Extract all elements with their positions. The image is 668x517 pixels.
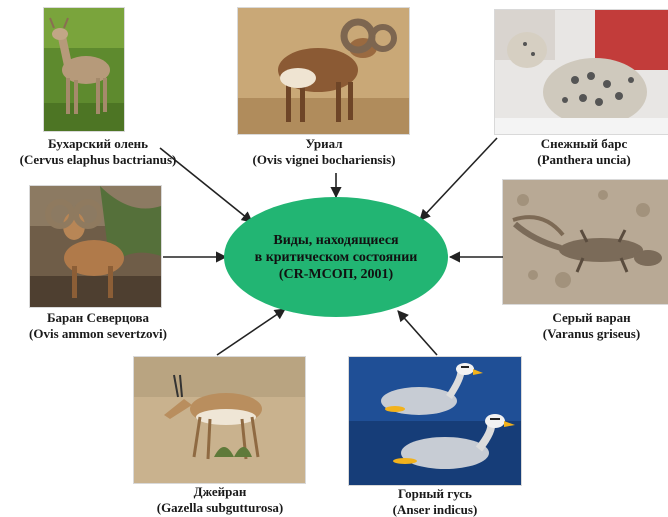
caption-grey-monitor: Серый варан (Varanus griseus) [515, 310, 668, 342]
caption-bukhara-deer: Бухарский олень (Cervus elaphus bactrian… [0, 136, 196, 168]
center-line-3: (CR-МСОП, 2001) [278, 266, 394, 282]
caption-severtzov-sheep: Баран Северцова (Ovis ammon severtzovi) [0, 310, 196, 342]
species-latin: (Anser indicus) [392, 502, 478, 517]
arrow-deer [159, 147, 253, 223]
species-name: Серый варан [552, 310, 631, 325]
species-latin: (Panthera uncia) [537, 152, 631, 167]
photo-snow-leopard [495, 10, 668, 134]
species-latin: (Gazella subgutturosa) [156, 500, 284, 515]
photo-bar-headed-goose [349, 357, 521, 485]
arrow-gazelle [216, 308, 286, 356]
photo-grey-monitor [503, 180, 668, 304]
photo-bukhara-deer [44, 8, 124, 131]
species-name: Баран Северцова [46, 310, 150, 325]
caption-snow-leopard: Снежный барс (Panthera uncia) [500, 136, 668, 168]
photo-goitered-gazelle [134, 357, 305, 483]
arrow-goose [397, 310, 438, 356]
photo-urial [238, 8, 409, 134]
caption-goitered-gazelle: Джейран (Gazella subgutturosa) [120, 484, 320, 516]
arrow-leopard [419, 137, 498, 221]
species-name: Горный гусь [398, 486, 472, 501]
center-line-1: Виды, находящиеся [273, 232, 399, 248]
photo-severtzov-sheep [30, 186, 161, 307]
species-latin: (Ovis vignei bochariensis) [252, 152, 396, 167]
species-latin: (Varanus griseus) [542, 326, 641, 341]
center-line-2: в критическом состоянии [254, 249, 418, 265]
species-name: Уриал [305, 136, 343, 151]
species-name: Джейран [193, 484, 247, 499]
center-oval: Виды, находящиеся в критическом состояни… [224, 197, 448, 317]
species-latin: (Ovis ammon severtzovi) [29, 326, 167, 341]
species-latin: (Cervus elaphus bactrianus) [19, 152, 177, 167]
caption-urial: Уриал (Ovis vignei bochariensis) [224, 136, 424, 168]
species-name: Снежный барс [540, 136, 628, 151]
caption-bar-headed-goose: Горный гусь (Anser indicus) [345, 486, 525, 517]
species-name: Бухарский олень [47, 136, 149, 151]
